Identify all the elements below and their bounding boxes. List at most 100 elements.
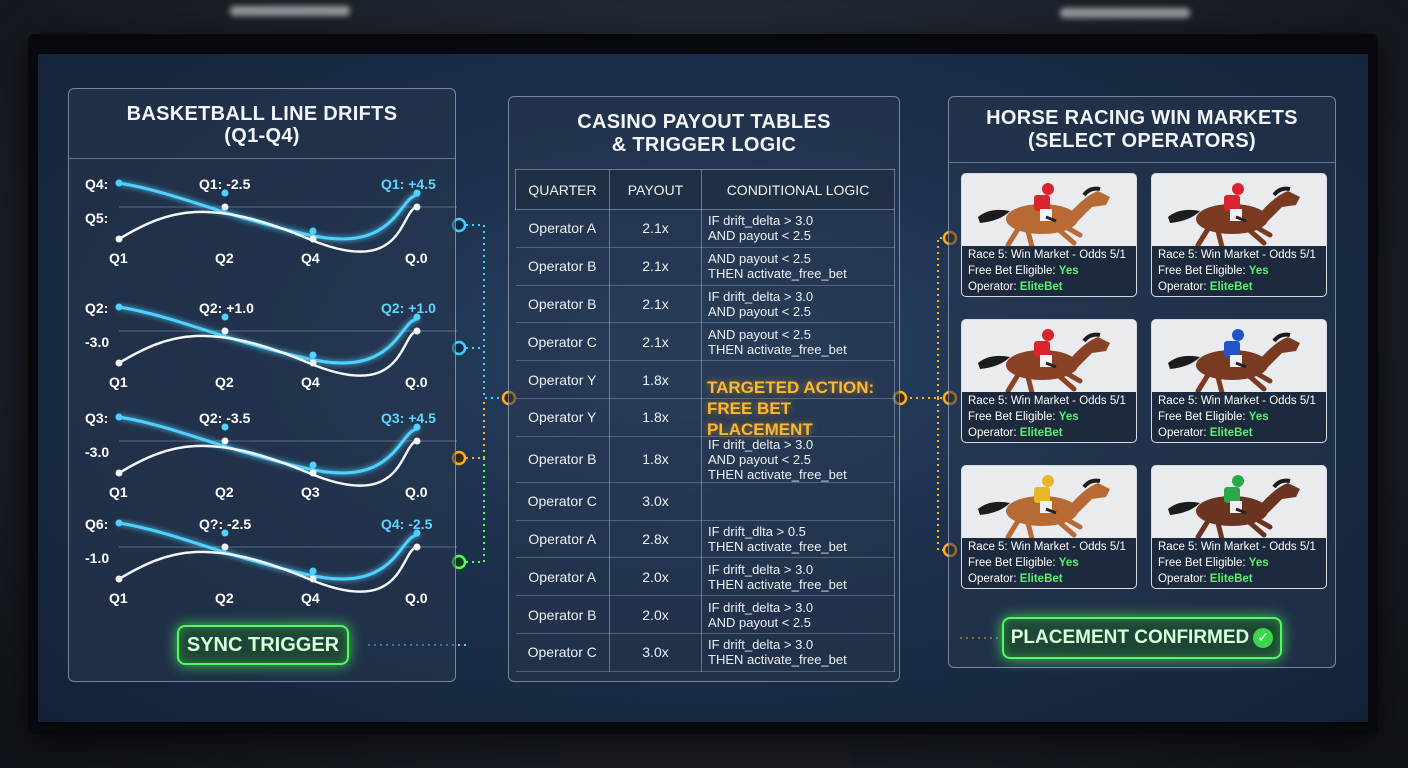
free-bet-label: Free Bet Eligible: xyxy=(968,411,1056,423)
x-axis-tick-label: Q3 xyxy=(301,484,320,500)
logic-line: THEN activate_free_bet xyxy=(708,538,847,554)
chart-left-bottom-label: -3.0 xyxy=(85,334,109,350)
check-circle-icon: ✓ xyxy=(1253,627,1274,648)
sync-trigger-button[interactable]: SYNC TRIGGER xyxy=(177,625,349,665)
free-bet-value: Yes xyxy=(1058,557,1079,569)
chart-left-bottom-label: -1.0 xyxy=(85,550,109,566)
free-bet-row: Free Bet Eligible: Yes xyxy=(968,409,1132,425)
chart-left-top-label: Q3: xyxy=(85,410,108,426)
chart-left-bottom-label: Q5: xyxy=(85,210,108,226)
logic-line: THEN activate_free_bet xyxy=(708,341,847,357)
operator-label: Operator: xyxy=(1158,281,1207,293)
logic-line: THEN activate_free_bet xyxy=(708,266,847,282)
x-axis-tick-label: Q2 xyxy=(215,250,234,266)
ceiling-light xyxy=(230,6,350,16)
operator-cell: Operator Y xyxy=(515,398,610,437)
targeted-action-line2: FREE BET PLACEMENT xyxy=(707,399,813,439)
data-point xyxy=(413,203,421,211)
operator-cell: Operator C xyxy=(515,322,610,362)
data-point xyxy=(309,227,317,235)
data-point xyxy=(309,575,317,583)
race-title: Race 5: Win Market - Odds 5/1 xyxy=(1158,541,1316,553)
logic-line: THEN activate_free_bet xyxy=(708,652,847,668)
race-title: Race 5: Win Market - Odds 5/1 xyxy=(1158,395,1316,407)
data-point xyxy=(221,313,229,321)
operator-row: Operator: EliteBet xyxy=(968,571,1132,587)
logic-line: AND payout < 2.5 xyxy=(708,303,811,319)
casino-payout-panel: CASINO PAYOUT TABLES & TRIGGER LOGIC QUA… xyxy=(508,96,900,682)
logic-line: AND payout < 2.5 xyxy=(708,614,811,630)
chart-top-right-label: Q2: +1.0 xyxy=(381,300,436,316)
chart-top-mid-label: Q?: -2.5 xyxy=(199,516,251,532)
x-axis-tick-label: Q1 xyxy=(109,590,128,606)
panel-title-line1: BASKETBALL LINE DRIFTS xyxy=(126,103,398,125)
x-axis-tick-label: Q.0 xyxy=(405,374,428,390)
free-bet-value: Yes xyxy=(1248,411,1269,423)
payout-cell: 1.8x xyxy=(609,398,702,437)
panel-title: BASKETBALL LINE DRIFTS (Q1-Q4) xyxy=(69,89,455,159)
logic-line: AND payout < 2.5 xyxy=(708,451,811,467)
data-point xyxy=(309,351,317,359)
panel-title-line1: HORSE RACING WIN MARKETS xyxy=(986,107,1298,129)
payout-cell: 3.0x xyxy=(609,482,702,521)
payout-cell: 2.1x xyxy=(609,322,702,362)
data-point xyxy=(413,327,421,335)
data-point xyxy=(413,543,421,551)
operator-cell: Operator A xyxy=(515,520,610,559)
free-bet-value: Yes xyxy=(1248,557,1269,569)
payout-cell: 3.0x xyxy=(609,633,702,672)
x-axis-tick-label: Q2 xyxy=(215,590,234,606)
operator-cell: Operator B xyxy=(515,247,610,286)
free-bet-row: Free Bet Eligible: Yes xyxy=(1158,409,1322,425)
operator-cell: Operator A xyxy=(515,557,610,597)
logic-line: AND payout < 2.5 xyxy=(708,251,811,267)
race-title: Race 5: Win Market - Odds 5/1 xyxy=(968,249,1126,261)
white-drift-line xyxy=(118,329,420,377)
panel-title: CASINO PAYOUT TABLES & TRIGGER LOGIC xyxy=(509,97,899,169)
race-title: Race 5: Win Market - Odds 5/1 xyxy=(968,541,1126,553)
panel-title: HORSE RACING WIN MARKETS (SELECT OPERATO… xyxy=(949,97,1335,163)
operator-label: Operator: xyxy=(968,281,1017,293)
racehorse-icon xyxy=(1168,183,1300,249)
logic-line: THEN activate_free_bet xyxy=(708,466,847,482)
free-bet-label: Free Bet Eligible: xyxy=(968,557,1056,569)
chart-left-bottom-label: -3.0 xyxy=(85,444,109,460)
conditional-logic-cell xyxy=(701,398,895,437)
operator-label: Operator: xyxy=(1158,427,1207,439)
targeted-action-label: TARGETED ACTION: FREE BET PLACEMENT xyxy=(707,377,899,440)
free-bet-row: Free Bet Eligible: Yes xyxy=(1158,263,1322,279)
chart-top-right-label: Q4: -2.5 xyxy=(381,516,433,532)
payout-cell: 2.0x xyxy=(609,557,702,597)
operator-label: Operator: xyxy=(968,427,1017,439)
horse-racing-panel: HORSE RACING WIN MARKETS (SELECT OPERATO… xyxy=(948,96,1336,668)
data-point xyxy=(309,469,317,477)
free-bet-value: Yes xyxy=(1058,265,1079,277)
monitor-stand xyxy=(560,728,850,768)
operator-row: Operator: EliteBet xyxy=(968,279,1132,295)
x-axis-tick-label: Q2 xyxy=(215,484,234,500)
